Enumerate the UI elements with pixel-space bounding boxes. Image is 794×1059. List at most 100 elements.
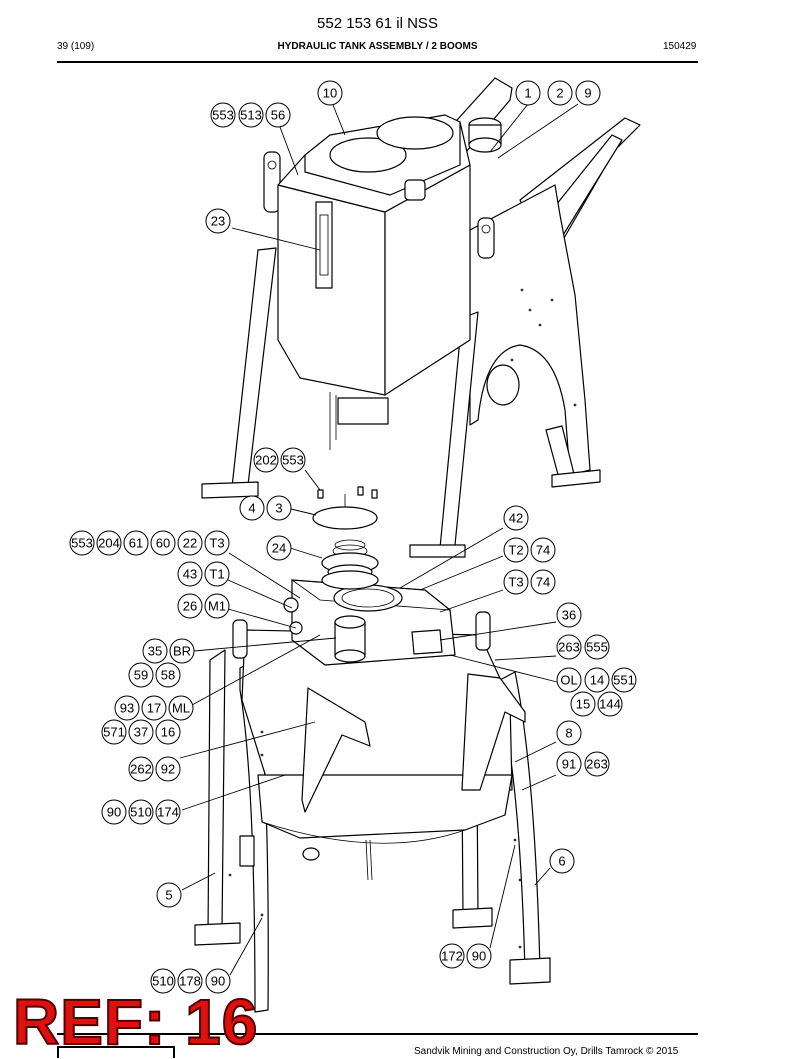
svg-text:26: 26 [183,599,197,614]
svg-text:61: 61 [129,536,143,551]
svg-text:90: 90 [472,949,486,964]
callout: 551 [611,667,637,693]
callout: 202 [253,447,279,473]
upper-frame [201,77,641,558]
svg-text:OL: OL [560,673,577,688]
svg-text:36: 36 [562,608,576,623]
document-number: 552 153 61 il NSS [317,15,438,32]
callout: 174 [155,799,181,825]
svg-text:9: 9 [584,86,591,101]
callout: 263 [556,634,582,660]
svg-text:58: 58 [161,668,175,683]
callout: 172 [439,943,465,969]
ref-watermark: REF: 16 [12,985,259,1059]
svg-text:4: 4 [248,501,255,516]
svg-text:T2: T2 [508,543,523,558]
callout: 571 [101,719,127,745]
leader-lines [179,103,579,976]
callout: 10 [317,80,343,106]
callout: 23 [205,208,231,234]
header-rule [57,61,698,63]
exploded-filter-parts [312,486,379,580]
svg-text:174: 174 [157,805,179,820]
svg-text:551: 551 [613,673,635,688]
callout: 555 [584,634,610,660]
callout: M1 [204,593,230,619]
svg-text:59: 59 [134,668,148,683]
callout: 60 [150,530,176,556]
svg-text:263: 263 [558,640,580,655]
callout: 90 [101,799,127,825]
callout: 91 [556,751,582,777]
callout: T2 [503,537,529,563]
callout: 43 [177,561,203,587]
callout: 553 [210,102,236,128]
svg-text:35: 35 [148,644,162,659]
svg-text:510: 510 [130,805,152,820]
date-code: 150429 [663,41,697,52]
callout: 35 [142,638,168,664]
svg-text:571: 571 [103,725,125,740]
callout: 74 [530,537,556,563]
svg-text:BR: BR [173,644,191,659]
svg-text:555: 555 [586,640,608,655]
callout: 5 [156,882,182,908]
callout: 59 [128,662,154,688]
svg-text:553: 553 [212,108,234,123]
svg-text:172: 172 [441,949,463,964]
callout: 510 [150,968,176,994]
svg-text:553: 553 [282,453,304,468]
svg-text:6: 6 [558,854,565,869]
svg-text:16: 16 [161,725,175,740]
callout: 15 [570,691,596,717]
callout: 553 [280,447,306,473]
callout: 8 [556,720,582,746]
callout: 93 [114,695,140,721]
svg-text:90: 90 [107,805,121,820]
callout: 92 [155,756,181,782]
page-number: 39 (109) [57,41,95,52]
section-title: HYDRAULIC TANK ASSEMBLY / 2 BOOMS [277,41,478,52]
svg-text:202: 202 [255,453,277,468]
svg-text:42: 42 [509,511,523,526]
callout: 2 [547,80,573,106]
svg-text:24: 24 [272,541,286,556]
callout: 58 [155,662,181,688]
callout: 74 [530,569,556,595]
svg-text:178: 178 [179,974,201,989]
callout: 16 [155,719,181,745]
callout: 90 [466,943,492,969]
svg-text:8: 8 [565,726,572,741]
callout: 3 [266,495,292,521]
svg-text:M1: M1 [208,599,226,614]
callout: 263 [584,751,610,777]
callout: 6 [549,848,575,874]
callout: T1 [204,561,230,587]
svg-text:14: 14 [590,673,604,688]
callout: 4 [239,495,265,521]
callout: T3 [204,530,230,556]
callout: 22 [177,530,203,556]
svg-text:T1: T1 [209,567,224,582]
svg-text:17: 17 [147,701,161,716]
callout: 510 [128,799,154,825]
svg-text:37: 37 [134,725,148,740]
callout: 262 [128,756,154,782]
callout: 42 [503,505,529,531]
svg-text:10: 10 [323,86,337,101]
svg-text:263: 263 [586,757,608,772]
svg-text:92: 92 [161,762,175,777]
svg-text:3: 3 [275,501,282,516]
lower-frame [194,570,551,1013]
svg-text:74: 74 [536,543,550,558]
callout: 513 [238,102,264,128]
callout: 56 [265,102,291,128]
svg-text:56: 56 [271,108,285,123]
svg-text:T3: T3 [209,536,224,551]
callout: 24 [266,535,292,561]
callout: 9 [575,80,601,106]
svg-text:513: 513 [240,108,262,123]
svg-text:22: 22 [183,536,197,551]
svg-text:43: 43 [183,567,197,582]
